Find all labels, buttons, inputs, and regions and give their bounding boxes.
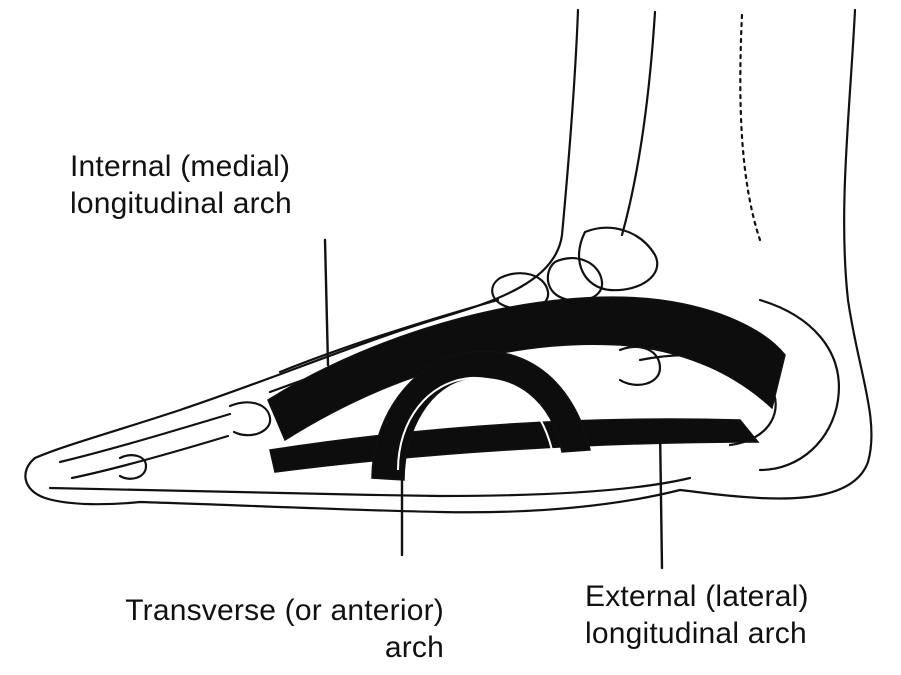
transverse-arch-label: Transverse (or anterior) arch (10, 592, 444, 666)
fibula-line (740, 15, 760, 240)
transverse-arch-label-line2: arch (10, 629, 444, 666)
cuboid-bone (620, 347, 660, 385)
transverse-arch-label-line1: Transverse (or anterior) (10, 592, 444, 629)
external-arch-band (270, 419, 758, 472)
internal-arch-pointer (325, 240, 328, 365)
external-arch-label-line1: External (lateral) (585, 578, 809, 615)
toe-joint-1 (230, 402, 270, 435)
talus-bone (579, 228, 657, 290)
external-arch-label: External (lateral) longitudinal arch (585, 578, 809, 652)
navicular-bone (548, 258, 602, 301)
inner-sole-line (50, 478, 690, 496)
internal-arch-label: Internal (medial) longitudinal arch (70, 148, 292, 222)
toe-joint-2 (120, 455, 146, 479)
internal-arch-label-line1: Internal (medial) (70, 148, 292, 185)
internal-arch-label-line2: longitudinal arch (70, 185, 292, 222)
tibia-line (622, 12, 655, 235)
phalanx-2 (72, 436, 228, 478)
external-arch-pointer (660, 428, 662, 568)
external-arch-label-line2: longitudinal arch (585, 615, 809, 652)
